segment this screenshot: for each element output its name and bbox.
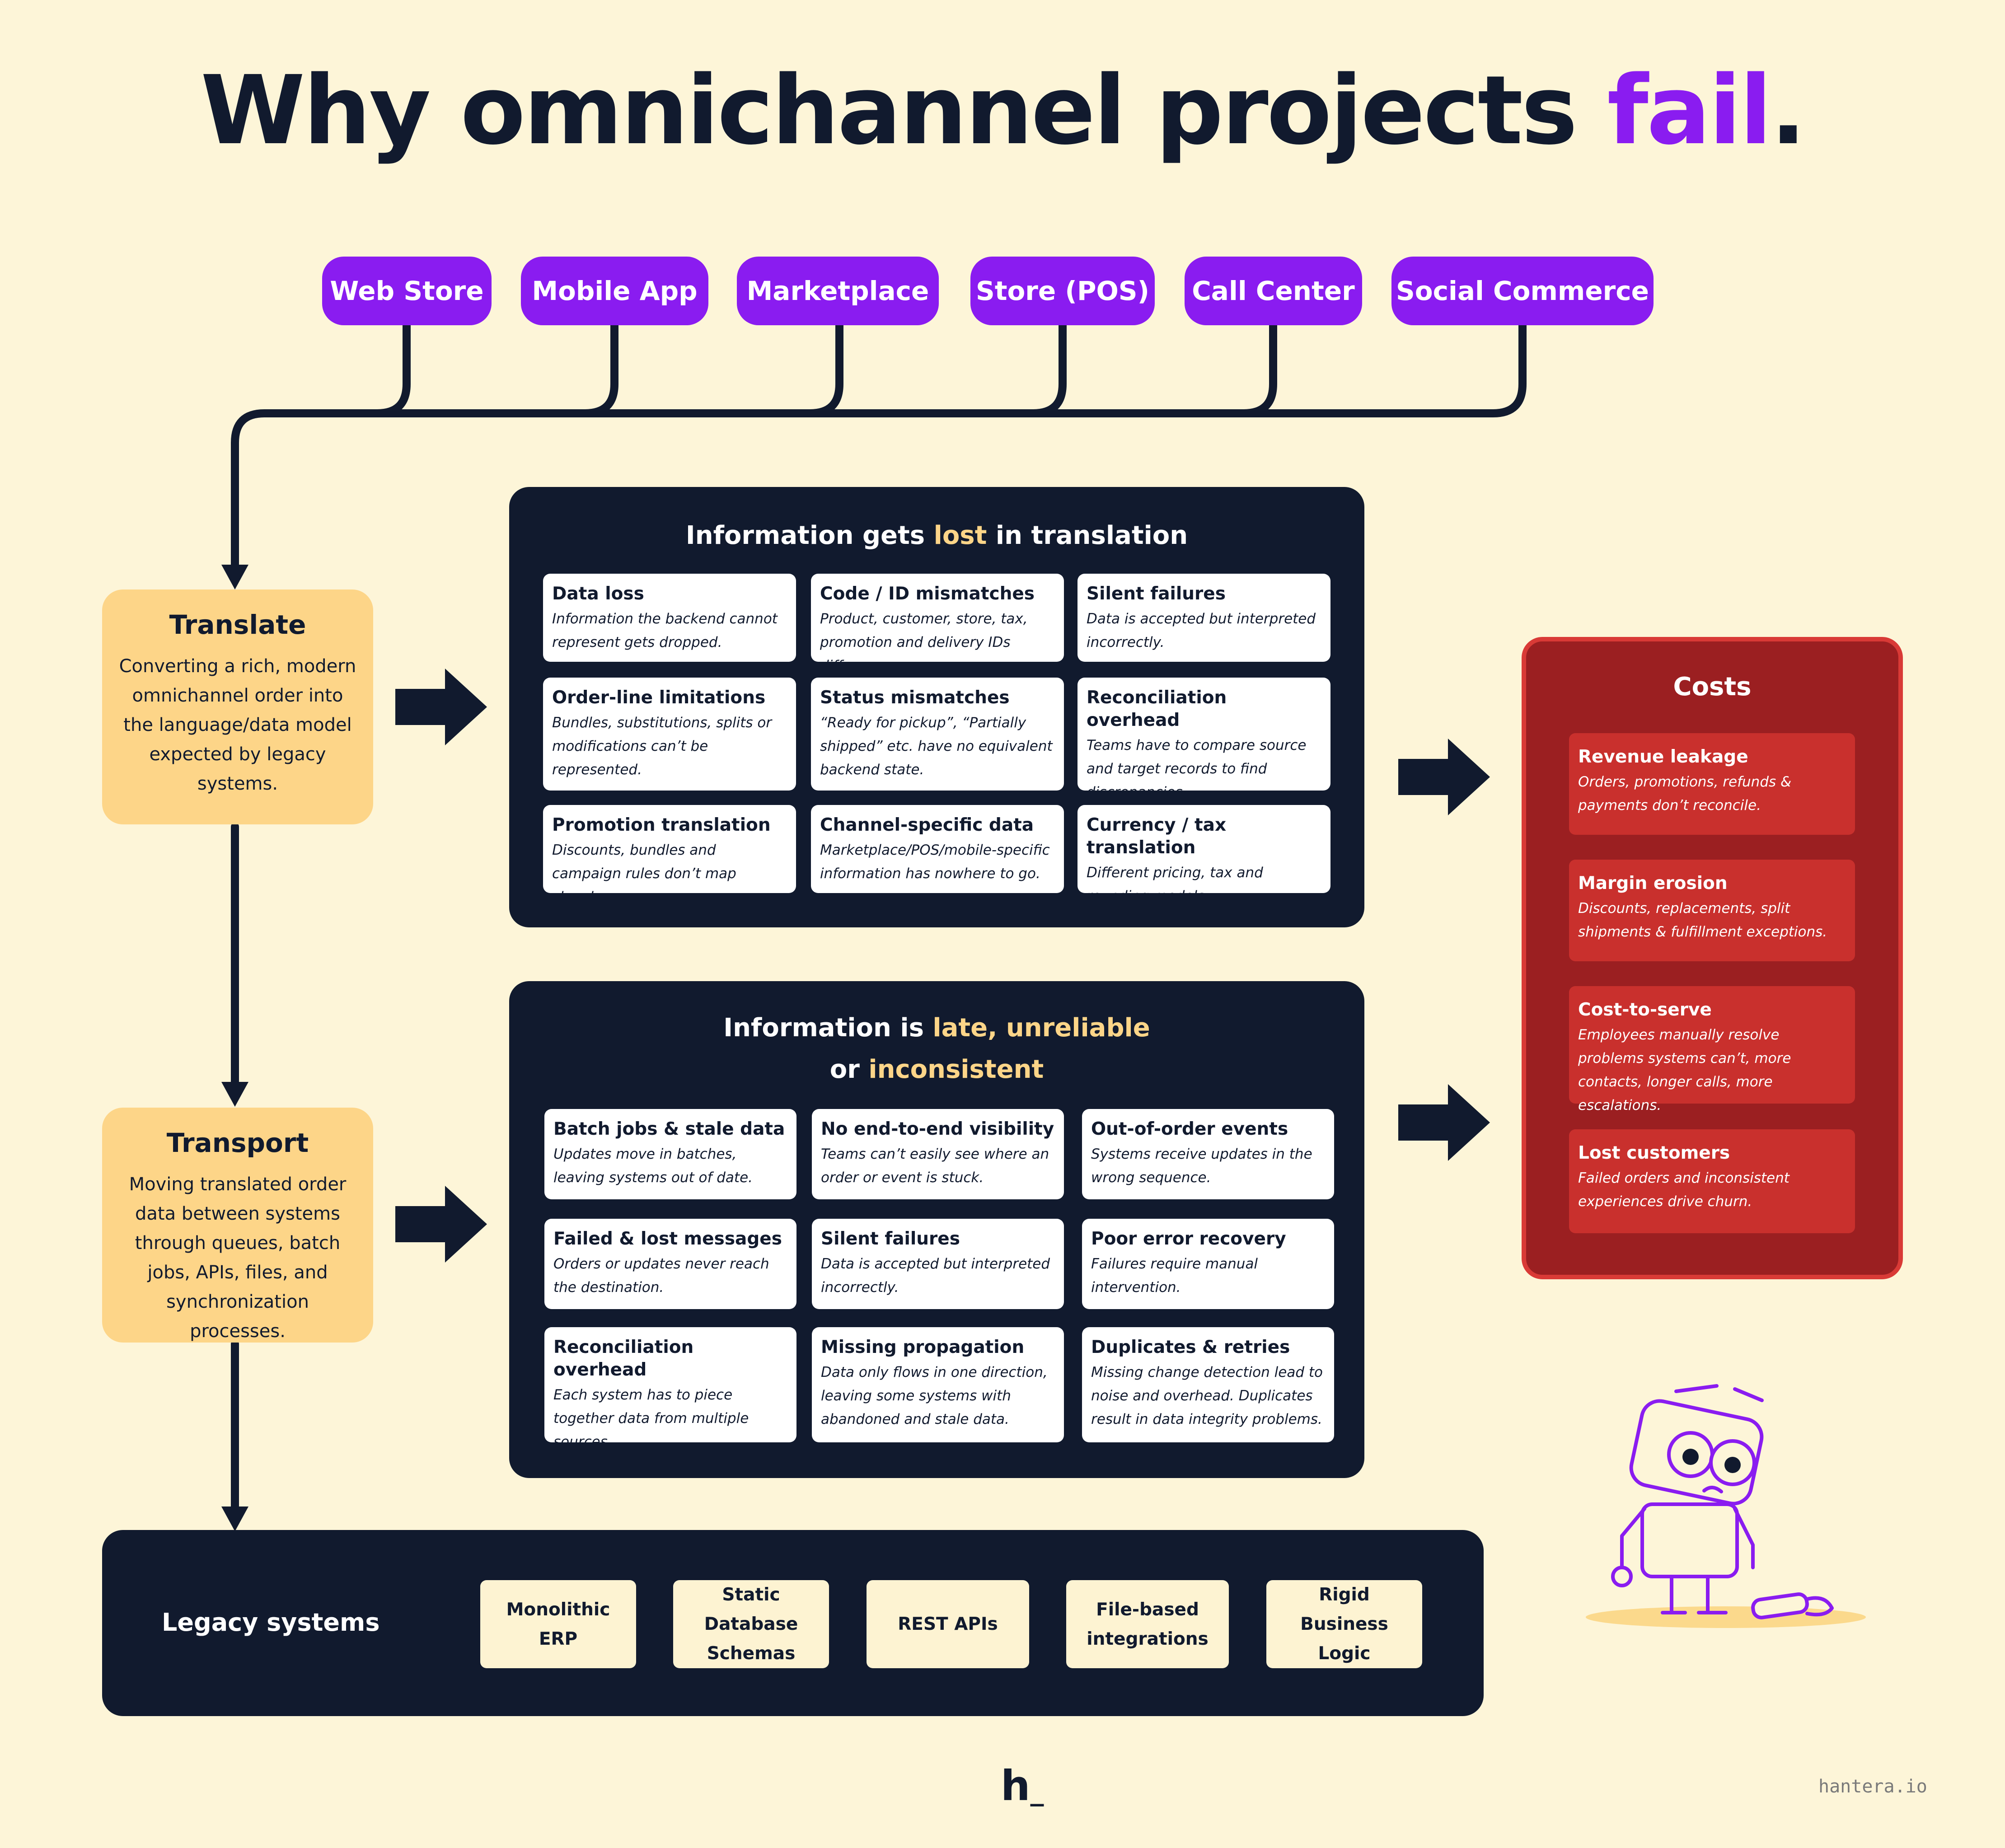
connector-social-commerce: [1240, 321, 1527, 417]
transport-title: Transport: [166, 1128, 309, 1158]
channel-web-store: Web Store: [322, 257, 492, 325]
translate-box: Translate Converting a rich, modern omni…: [102, 589, 373, 824]
connector-web-store: [231, 321, 411, 573]
legacy-systems-label: Legacy systems: [162, 1608, 380, 1637]
connector-call-center: [1029, 321, 1277, 417]
legacy-rigid-business-logic: Rigid Business Logic: [1266, 1580, 1422, 1668]
connector-store-pos: [806, 321, 1067, 417]
transport-box: Transport Moving translated order data b…: [102, 1108, 373, 1343]
legacy-file-based-integrations: File-based integrations: [1066, 1580, 1229, 1668]
legacy-monolithic-erp: Monolithic ERP: [480, 1580, 636, 1668]
confused-robot-illustration: [1586, 1384, 1866, 1628]
arrow-right-icon: [395, 669, 487, 745]
panel2-title-highlight-2: inconsistent: [868, 1055, 1044, 1084]
panel2-title-highlight-1: late, unreliable: [932, 1013, 1150, 1043]
panel2-title: Information is late, unreliable or incon…: [723, 1013, 1150, 1084]
card-status-mismatches: Status mismatches“Ready for pickup”, “Pa…: [811, 678, 1064, 791]
page-title: Why omnichannel projects fail.: [0, 63, 2005, 158]
translate-title: Translate: [169, 609, 306, 640]
arrow-right-icon: [1398, 1084, 1490, 1161]
title-accent: fail: [1607, 55, 1772, 166]
channel-mobile-app: Mobile App: [521, 257, 708, 325]
channel-social-commerce: Social Commerce: [1391, 257, 1654, 325]
translate-description: Converting a rich, modern omnichannel or…: [119, 656, 356, 794]
connector-marketplace: [581, 321, 843, 417]
connector-mobile-app: [373, 321, 618, 417]
legacy-static-database-schemas: Static Database Schemas: [673, 1580, 829, 1668]
costs-title: Costs: [1673, 672, 1752, 702]
arrow-down-icon: [221, 1082, 248, 1107]
arrow-right-icon: [395, 1186, 487, 1263]
arrow-right-icon: [1398, 739, 1490, 815]
channel-call-center: Call Center: [1185, 257, 1362, 325]
hantera-logo: h_: [1001, 1762, 1044, 1810]
title-end: .: [1770, 55, 1806, 166]
legacy-rest-apis: REST APIs: [867, 1580, 1029, 1668]
site-url: hantera.io: [1818, 1776, 1927, 1797]
channel-store-pos: Store (POS): [970, 257, 1155, 325]
arrow-down-icon: [221, 1506, 248, 1531]
transport-description: Moving translated order data between sys…: [129, 1174, 347, 1342]
panel1-title-highlight: lost: [933, 521, 987, 550]
channel-marketplace: Marketplace: [737, 257, 939, 325]
panel1-title: Information gets lost in translation: [685, 521, 1188, 550]
title-lead: Why omnichannel projects: [200, 55, 1607, 166]
arrow-down-icon: [221, 565, 248, 589]
